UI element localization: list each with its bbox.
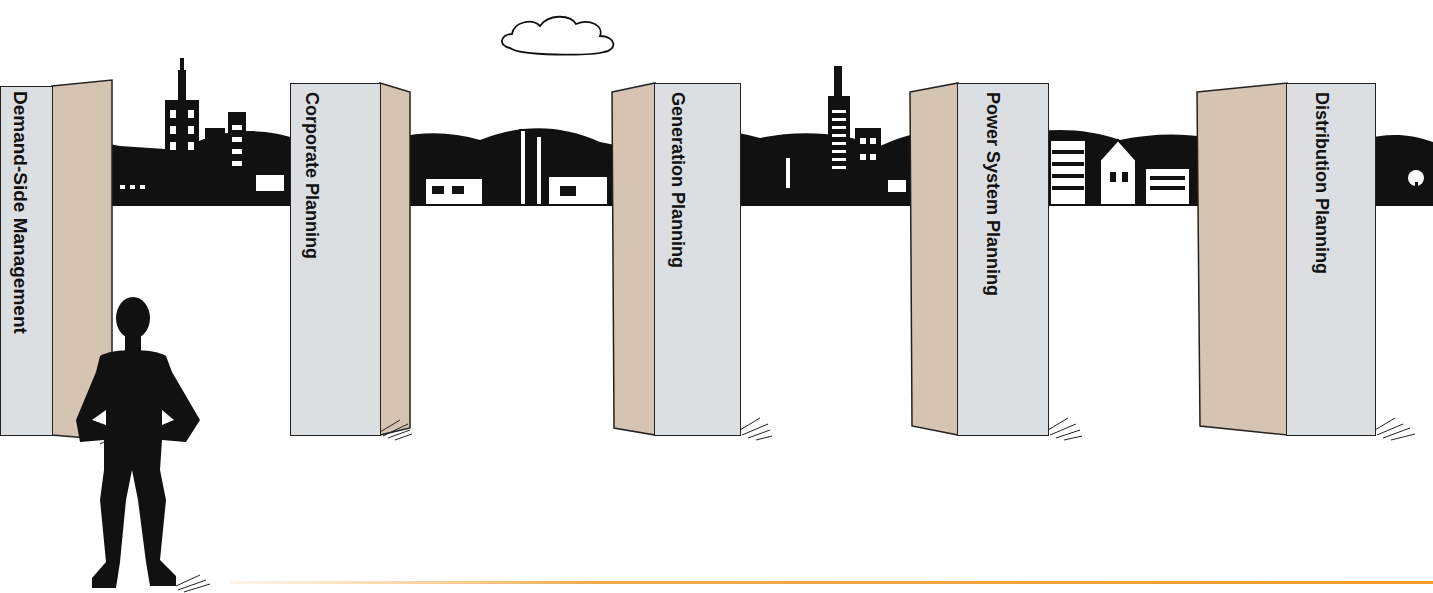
cloud — [502, 17, 613, 55]
planning-panel: Distribution Planning — [1286, 83, 1376, 436]
orange-rule — [230, 581, 1433, 584]
panel-label: Demand-Side Management — [9, 91, 31, 334]
panel-label: Distribution Planning — [1311, 92, 1333, 274]
panel-label: Generation Planning — [667, 92, 689, 268]
planning-panel: Demand-Side Management — [0, 86, 53, 436]
planning-panel: Power System Planning — [957, 83, 1049, 436]
man-silhouette — [76, 297, 200, 588]
planning-panel: Generation Planning — [654, 83, 741, 436]
panel-label: Power System Planning — [982, 92, 1004, 296]
ground-hatching — [176, 575, 210, 592]
planning-panel: Corporate Planning — [290, 83, 381, 436]
panel-label: Corporate Planning — [301, 92, 323, 259]
panel-side-faces — [52, 80, 1287, 440]
